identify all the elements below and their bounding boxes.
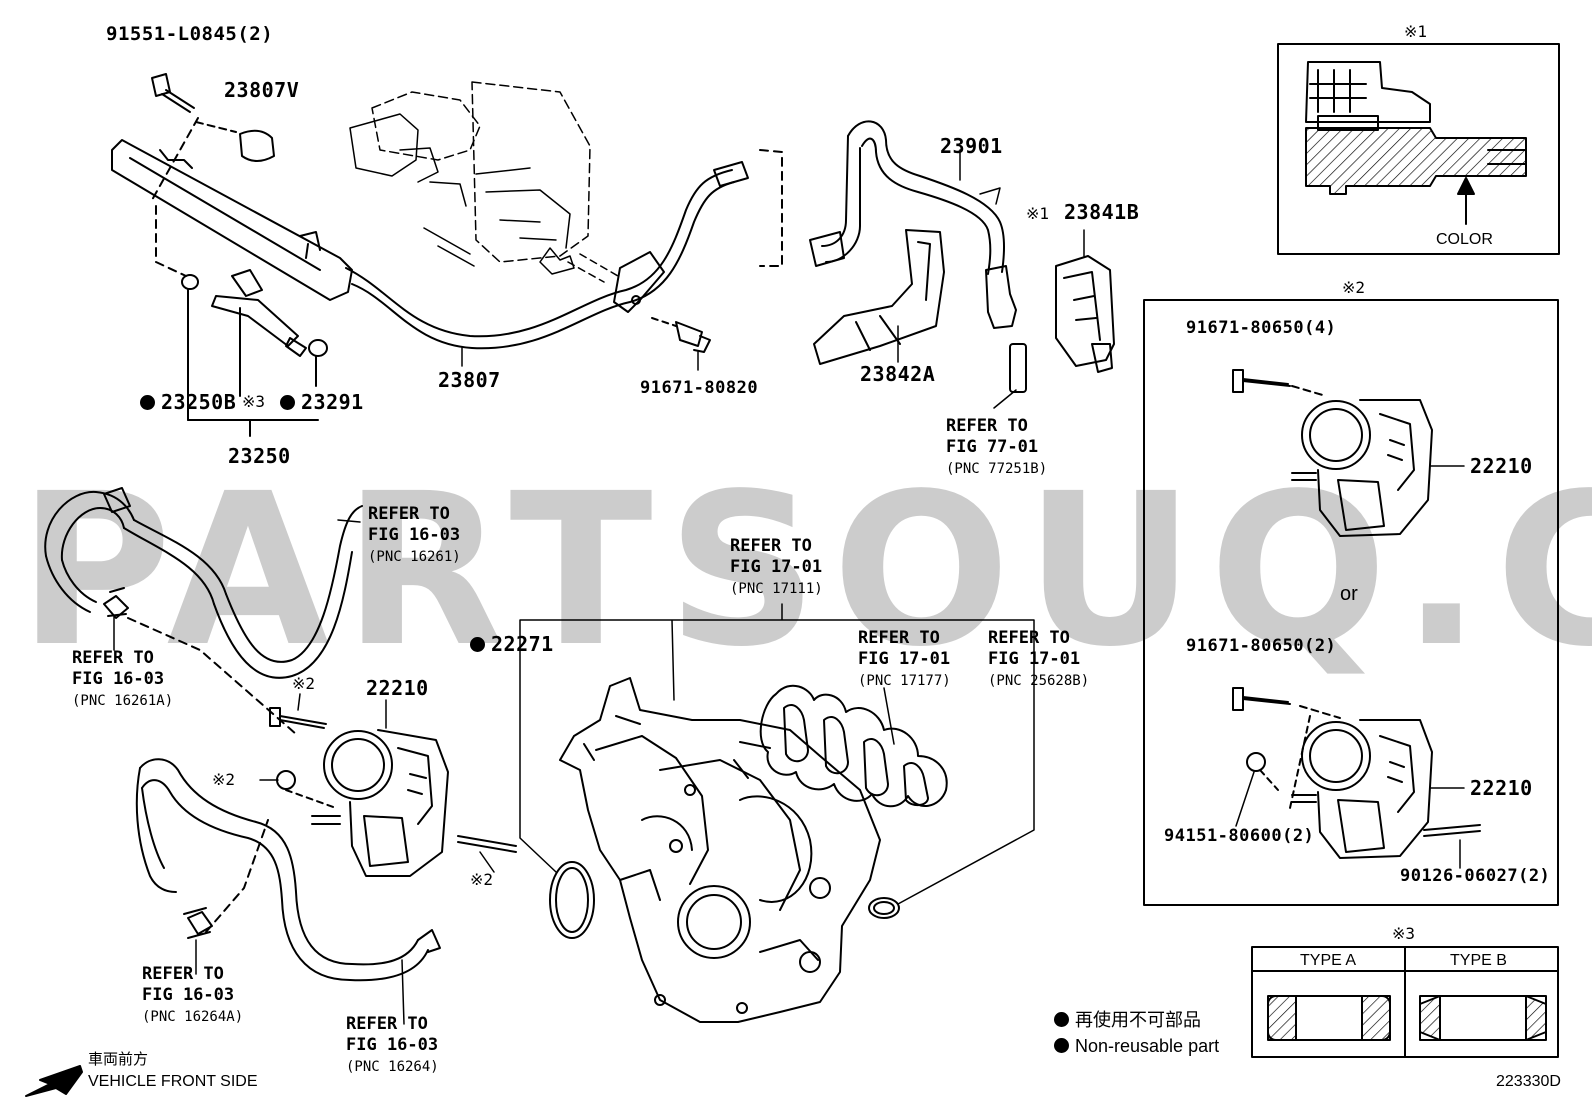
non-reusable-dot-icon — [1054, 1038, 1069, 1053]
type-b-label: TYPE B — [1450, 952, 1507, 969]
part-91671-80650-4[interactable]: 91671-80650(4) — [1186, 318, 1337, 338]
throttle-body-variants-box — [1143, 299, 1559, 906]
connector-detail-box — [1277, 43, 1560, 255]
part-23250[interactable]: 23250 — [228, 444, 291, 468]
vehicle-front-arrow-icon — [25, 1065, 83, 1097]
part-91671-80650-2[interactable]: 91671-80650(2) — [1186, 636, 1337, 656]
non-reusable-dot-icon — [1054, 1012, 1069, 1027]
throttle-body-main — [259, 693, 517, 877]
part-23807[interactable]: 23807 — [438, 368, 501, 392]
vacuum-pipe — [993, 343, 1027, 409]
figure-code: 223330D — [1496, 1073, 1561, 1090]
box3-mark: ※3 — [1392, 924, 1416, 943]
part-94151-80600[interactable]: 94151-80600(2) — [1164, 826, 1315, 846]
part-23291[interactable]: 23291 — [280, 392, 364, 412]
box1-mark: ※1 — [1404, 22, 1428, 41]
part-22210-variant-a[interactable]: 22210 — [1470, 454, 1533, 478]
gasket-type-box — [1251, 946, 1559, 1058]
part-23901[interactable]: 23901 — [940, 134, 1003, 158]
throttle-body-a — [1232, 369, 1465, 537]
note2-mark-nut: ※2 — [212, 770, 236, 789]
part-91671-80820[interactable]: 91671-80820 — [640, 378, 759, 398]
part-23842A[interactable]: 23842A — [860, 362, 936, 386]
part-90126-06027[interactable]: 90126-06027(2) — [1400, 866, 1551, 886]
part-22210-variant-b[interactable]: 22210 — [1470, 776, 1533, 800]
non-reusable-dot-icon — [470, 637, 485, 652]
part-23807V[interactable]: 23807V — [224, 78, 300, 102]
intake-manifold — [519, 603, 1035, 1023]
note1-mark: ※1 — [1026, 204, 1050, 223]
vsv-sensor — [1055, 229, 1115, 373]
water-hoses — [44, 487, 441, 1025]
color-label: COLOR — [1436, 231, 1493, 248]
part-91551[interactable]: 91551-L0845(2) — [106, 23, 274, 45]
part-23841B[interactable]: 23841B — [1064, 200, 1140, 224]
pcv-hose — [809, 120, 1017, 329]
legend-jp: 再使用不可部品 — [1054, 1010, 1201, 1030]
legend-en: Non-reusable part — [1054, 1036, 1219, 1056]
throttle-body-b — [1232, 687, 1481, 869]
type-a-label: TYPE A — [1300, 952, 1357, 969]
part-23250B[interactable]: 23250B — [140, 392, 236, 412]
note2-mark-bolt: ※2 — [292, 674, 316, 693]
direction-en: VEHICLE FRONT SIDE — [88, 1073, 258, 1090]
non-reusable-dot-icon — [140, 395, 155, 410]
bracket — [813, 229, 945, 365]
box2-mark: ※2 — [1342, 278, 1366, 297]
fuel-pipe — [345, 149, 783, 371]
note2-mark-stud: ※2 — [470, 870, 494, 889]
note3-mark: ※3 — [242, 392, 266, 411]
engine-block — [349, 81, 619, 283]
part-22271[interactable]: 22271 — [470, 634, 554, 654]
or-text: or — [1340, 583, 1358, 605]
direction-jp: 車両前方 — [88, 1051, 149, 1068]
part-22210[interactable]: 22210 — [366, 676, 429, 700]
non-reusable-dot-icon — [280, 395, 295, 410]
fuel-rail-assembly — [111, 73, 353, 437]
